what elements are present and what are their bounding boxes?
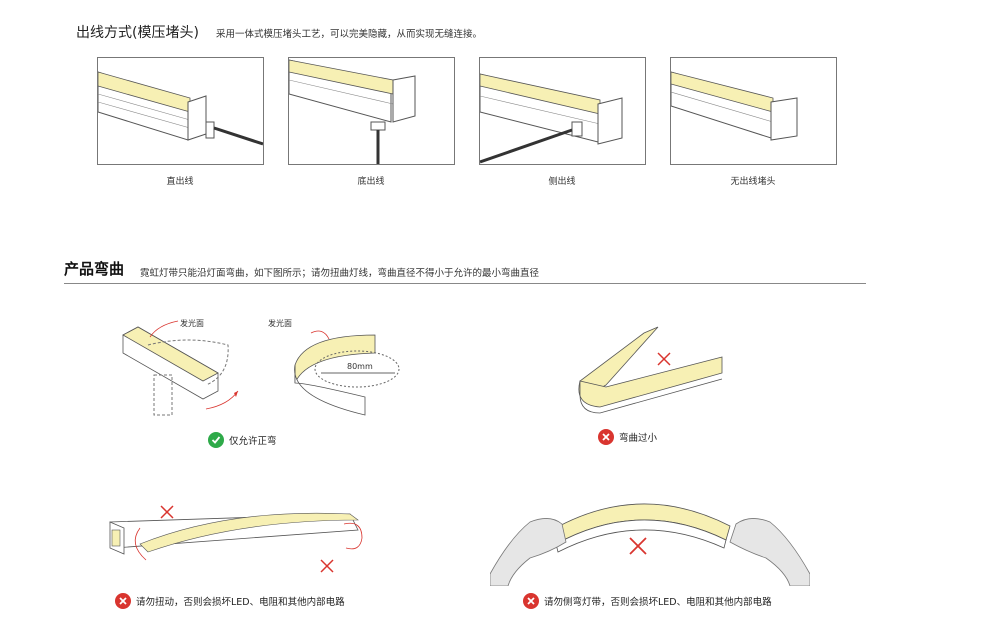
section2-divider [64,283,866,284]
bend-too-small-status: 弯曲过小 [598,429,657,445]
profile-straight-out-illustration [97,71,264,146]
side-bend-status: 请勿侧弯灯带，否则会损坏LED、电阻和其他内部电路 [523,593,772,609]
cross-mark-twist-right [320,559,334,573]
error-icon [523,593,539,609]
error-icon [598,429,614,445]
twist-status: 请勿扭动，否则会损坏LED、电阻和其他内部电路 [115,593,345,609]
side-bend-warning-label: 请勿侧弯灯带，否则会损坏LED、电阻和其他内部电路 [544,597,772,608]
panel-no-wire-end-cap [670,57,837,165]
cross-mark-small-bend [657,352,671,366]
panel-bottom-out [288,57,455,165]
caption-no-wire-end-cap: 无出线堵头 [730,177,776,187]
caption-side-out: 侧出线 [548,177,576,187]
bend-diameter-illustration [294,330,400,416]
allowed-bend-status: 仅允许正弯 [208,432,277,448]
section2-desc: 霓虹灯带只能沿灯面弯曲，如下图所示；请勿扭曲灯线，弯曲直径不得小于允许的最小弯曲… [140,268,540,279]
allowed-bend-illustration [122,320,239,416]
profile-end-cap-illustration [670,71,798,141]
allowed-bend-label: 仅允许正弯 [229,436,277,447]
caption-bottom-out: 底出线 [357,177,385,187]
bend-diameter-label: 80mm [347,362,373,371]
bend-too-small-label: 弯曲过小 [619,433,658,444]
light-face-label-1: 发光面 [180,319,204,328]
profile-side-out-illustration [479,73,623,164]
panel-straight-out [97,57,264,165]
profile-bottom-out-illustration [288,59,416,164]
bend-too-small-illustration [578,326,723,414]
check-icon [208,432,224,448]
light-face-label-2: 发光面 [268,319,292,328]
error-icon [115,593,131,609]
cross-mark-side-bend [629,537,647,555]
section2-title: 产品弯曲 [64,260,125,278]
section1-desc: 采用一体式模压堵头工艺，可以完美隐藏，从而实现无缝连接。 [216,29,483,40]
caption-straight-out: 直出线 [166,177,194,187]
left-hand-icon [490,518,567,586]
twist-illustration [109,505,363,573]
section1-title: 出线方式(模压堵头) [76,25,199,41]
side-bend-illustration [490,503,810,586]
panel-side-out [479,57,646,165]
right-hand-icon [729,518,810,586]
cross-mark-twist-left [160,505,174,519]
twist-warning-label: 请勿扭动，否则会损坏LED、电阻和其他内部电路 [136,597,345,608]
